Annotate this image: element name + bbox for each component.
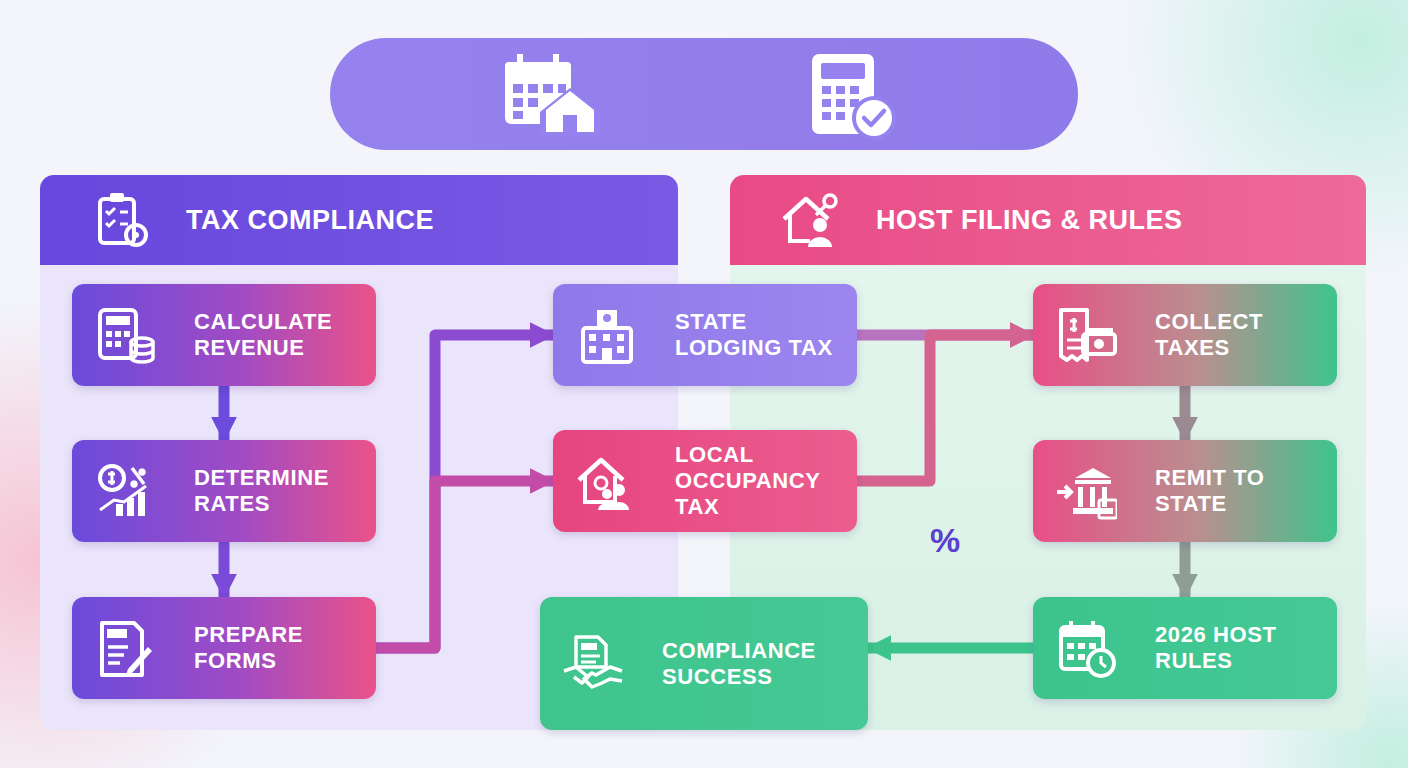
process-box: REMIT TO STATE: [1033, 440, 1337, 542]
text-stack: COMPLIANCE SUCCESS: [662, 638, 834, 690]
tax-box: LOCAL OCCUPANCY TAX: [553, 430, 857, 532]
panel-header: TAX COMPLIANCE: [40, 175, 678, 265]
box-icon: [1055, 304, 1117, 366]
text-stack: CALCULATE REVENUE: [194, 309, 364, 361]
header-icon: [780, 189, 842, 251]
box-icon: [575, 450, 637, 512]
process-box: 2026 HOST RULES: [1033, 597, 1337, 699]
text-stack: PREPARE FORMS: [194, 622, 364, 674]
text-stack: REMIT TO STATE: [1155, 465, 1325, 517]
box-icon: [1055, 617, 1117, 679]
box-label: LOCAL OCCUPANCY TAX: [675, 442, 845, 520]
result-box: COMPLIANCE SUCCESS: [540, 597, 868, 730]
box-icon: [575, 304, 637, 366]
box-label: REMIT TO STATE: [1155, 465, 1325, 517]
process-box: PREPARE FORMS: [72, 597, 376, 699]
panel-heading: HOST FILING & RULES: [876, 205, 1183, 236]
flow-arrow: [219, 386, 230, 440]
box-icon: [94, 617, 156, 679]
calculator-check-icon: [812, 54, 896, 140]
box-label: COMPLIANCE SUCCESS: [662, 638, 834, 690]
box-label: DETERMINE RATES: [194, 465, 364, 517]
text-stack: LOCAL OCCUPANCY TAX: [675, 442, 845, 520]
process-box: CALCULATE REVENUE: [72, 284, 376, 386]
text-stack: 2026 HOST RULES: [1155, 622, 1325, 674]
flow-arrow: [868, 643, 1033, 654]
box-icon: [94, 460, 156, 522]
text-stack: STATE LODGING TAX: [675, 309, 845, 361]
process-box: DETERMINE RATES: [72, 440, 376, 542]
box-icon: [1055, 460, 1117, 522]
text-stack: COLLECT TAXES: [1155, 309, 1325, 361]
flow-arrow: [219, 542, 230, 597]
box-icon: [94, 304, 156, 366]
box-label: CALCULATE REVENUE: [194, 309, 364, 361]
box-label: STATE LODGING TAX: [675, 309, 845, 361]
tax-box: STATE LODGING TAX: [553, 284, 857, 386]
text-stack: DETERMINE RATES: [194, 465, 364, 517]
panel-header: HOST FILING & RULES: [730, 175, 1366, 265]
box-label: PREPARE FORMS: [194, 622, 364, 674]
header-icon: [90, 189, 152, 251]
flow-arrow: [1180, 542, 1191, 597]
top-banner: [330, 38, 1078, 150]
flow-arrow: [1180, 386, 1191, 440]
box-label: 2026 HOST RULES: [1155, 622, 1325, 674]
box-icon: [562, 633, 624, 695]
calendar-house-icon: [505, 54, 600, 136]
percent-symbol: %: [915, 520, 975, 560]
process-box: COLLECT TAXES: [1033, 284, 1337, 386]
box-label: COLLECT TAXES: [1155, 309, 1325, 361]
panel-heading: TAX COMPLIANCE: [186, 205, 434, 236]
